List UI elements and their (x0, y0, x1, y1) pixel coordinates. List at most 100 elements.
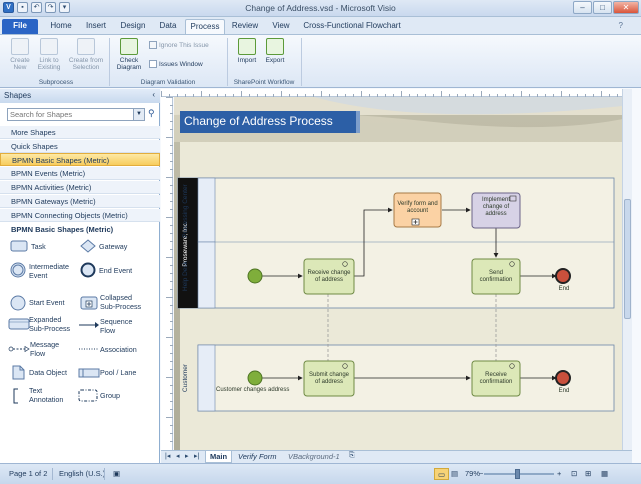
stencil-quick-shapes[interactable]: Quick Shapes (0, 140, 160, 153)
diagram-title[interactable]: Change of Address Process (184, 114, 333, 128)
minimize-button[interactable]: – (573, 1, 592, 14)
end-event-help-desk[interactable] (555, 268, 571, 284)
data-object-icon (12, 365, 25, 380)
help-icon[interactable]: ? (618, 21, 623, 30)
stencil-bpmn-connecting-objects[interactable]: BPMN Connecting Objects (Metric) (0, 209, 160, 222)
pool-header-customer[interactable] (197, 344, 216, 412)
tab-cross-functional-flowchart[interactable]: Cross-Functional Flowchart (303, 21, 401, 30)
tab-review[interactable]: Review (231, 21, 259, 30)
zoom-out-icon[interactable]: − (479, 469, 484, 478)
shape-task[interactable]: Task (31, 242, 46, 251)
shape-group[interactable]: Group (100, 391, 120, 400)
export-button[interactable]: Export (262, 38, 288, 64)
import-button[interactable]: Import (234, 38, 260, 64)
stencil-bpmn-events[interactable]: BPMN Events (Metric) (0, 167, 160, 180)
stencil-bpmn-gateways[interactable]: BPMN Gateways (Metric) (0, 195, 160, 208)
shape-pool-lane[interactable]: Pool / Lane (100, 368, 137, 377)
full-screen-icon[interactable]: ▭ (434, 468, 450, 480)
tab-home[interactable]: Home (50, 21, 72, 30)
lane-header-processing-center[interactable] (197, 177, 216, 243)
task-verify-form[interactable] (393, 192, 442, 228)
tab-process[interactable]: Process (185, 19, 225, 34)
customize-icon[interactable]: ▾ (59, 2, 70, 13)
tab-data[interactable]: Data (159, 21, 177, 30)
macro-record-icon[interactable]: ▣ (113, 469, 121, 478)
task-receive-confirmation[interactable] (471, 360, 521, 397)
drawing-canvas[interactable]: Change of Address Process Proseware, Inc… (174, 97, 632, 450)
ruler-tick (170, 321, 173, 322)
page-number[interactable]: Page 1 of 2 (9, 469, 48, 478)
redo-icon[interactable]: ↷ (45, 2, 56, 13)
pan-zoom-icon[interactable]: ⊞ (585, 469, 592, 478)
search-dropdown-icon[interactable]: ▼ (133, 109, 144, 120)
tab-view[interactable]: View (272, 21, 290, 30)
ruler-tick (241, 91, 242, 97)
language-indicator[interactable]: English (U.S.) (59, 469, 106, 478)
task-implement-change[interactable] (471, 192, 521, 229)
shape-association[interactable]: Association (100, 345, 137, 354)
search-input[interactable] (8, 109, 133, 120)
insert-page-icon[interactable]: ⎘ (349, 452, 355, 459)
zoom-slider-thumb[interactable] (515, 469, 520, 479)
create-new-button[interactable]: Create New (6, 38, 34, 71)
start-event-customer[interactable] (247, 370, 263, 386)
end-event-customer[interactable] (555, 370, 571, 386)
vertical-scrollbar[interactable] (622, 89, 632, 450)
save-icon[interactable]: ▪ (17, 2, 28, 13)
close-button[interactable]: ✕ (613, 1, 639, 14)
task-send-confirmation[interactable] (471, 258, 521, 295)
fit-page-icon[interactable]: ⊡ (571, 469, 578, 478)
start-event-help-desk[interactable] (247, 268, 263, 284)
tab-insert[interactable]: Insert (85, 21, 106, 30)
search-icon[interactable]: ⚲ (148, 108, 155, 118)
page-tab-background[interactable]: VBackground-1 (288, 452, 340, 461)
stencil-bpmn-basic[interactable]: BPMN Basic Shapes (Metric) (0, 153, 160, 166)
ruler-tick (170, 121, 173, 122)
tab-design[interactable]: Design (120, 21, 146, 30)
tab-file[interactable]: File (2, 19, 38, 34)
page-tab-main[interactable]: Main (205, 451, 233, 463)
link-to-existing-button[interactable]: Link to Existing (34, 38, 64, 71)
app-icon[interactable]: V (3, 2, 14, 13)
presentation-icon[interactable]: ▤ (451, 469, 459, 478)
pool-header-proseware[interactable] (178, 178, 198, 308)
prev-page-icon[interactable]: ◂ (176, 453, 180, 460)
scroll-thumb[interactable] (624, 199, 631, 319)
check-diagram-button[interactable]: Check Diagram (113, 38, 145, 71)
start-event-icon (10, 295, 26, 311)
ruler-tick (361, 91, 362, 97)
page-tab-verify-form[interactable]: Verify Form (238, 452, 277, 461)
first-page-icon[interactable]: |◂ (165, 453, 171, 460)
sequence-flow[interactable] (354, 207, 393, 277)
stencil-bpmn-activities[interactable]: BPMN Activities (Metric) (0, 181, 160, 194)
create-from-selection-button[interactable]: Create from Selection (66, 38, 106, 71)
zoom-in-icon[interactable]: + (557, 469, 562, 478)
undo-icon[interactable]: ↶ (31, 2, 42, 13)
ignore-this-issue-button[interactable]: Ignore This Issue (149, 41, 209, 49)
task-receive-change[interactable] (303, 258, 355, 295)
ruler-tick (170, 353, 173, 354)
stencil-more-shapes[interactable]: More Shapes (0, 126, 160, 139)
ruler-tick (465, 94, 466, 97)
shape-data-object[interactable]: Data Object (29, 368, 67, 377)
collapse-pane-icon[interactable]: ‹ (152, 90, 155, 99)
shape-start-event[interactable]: Start Event (29, 298, 65, 307)
shape-gateway[interactable]: Gateway (99, 242, 128, 251)
lane-header-help-desk[interactable] (197, 241, 216, 309)
last-page-icon[interactable]: ▸| (194, 453, 200, 460)
shape-end-event[interactable]: End Event (99, 266, 133, 275)
zoom-level[interactable]: 79% (465, 469, 481, 478)
switch-windows-icon[interactable]: ▦ (601, 469, 609, 478)
task-submit-change[interactable] (303, 360, 355, 397)
next-page-icon[interactable]: ▸ (185, 453, 189, 460)
ruler-tick (305, 94, 306, 97)
maximize-button[interactable]: □ (593, 1, 612, 14)
issues-window-checkbox[interactable]: Issues Window (149, 60, 203, 68)
